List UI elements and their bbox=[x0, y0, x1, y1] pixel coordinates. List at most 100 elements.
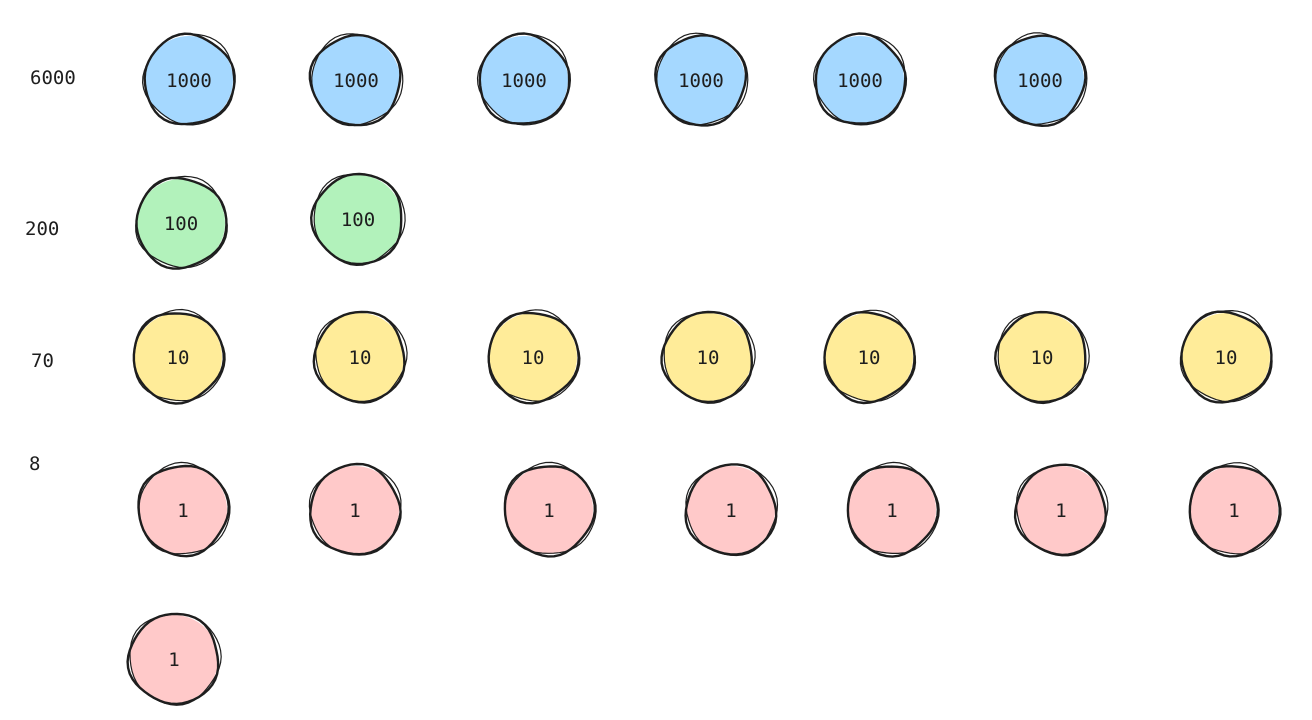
coin-outline bbox=[814, 32, 908, 125]
coin-ten: 10 bbox=[823, 309, 917, 405]
coin-value-label: 10 bbox=[167, 347, 190, 369]
coin-outline-sketch bbox=[138, 461, 231, 555]
coin-outline bbox=[1188, 465, 1281, 558]
coin-outline-sketch bbox=[663, 311, 756, 404]
coin-outline-sketch bbox=[504, 461, 597, 554]
coin-one: 1 bbox=[503, 461, 597, 558]
coin-one: 1 bbox=[308, 462, 402, 556]
coin-value-label: 1 bbox=[1055, 500, 1066, 522]
coin-fill bbox=[489, 313, 577, 401]
coin-value-label: 10 bbox=[1031, 347, 1054, 369]
coin-fill bbox=[316, 313, 404, 401]
coin-ten: 10 bbox=[994, 310, 1090, 405]
coin-outline-sketch bbox=[1015, 464, 1109, 557]
row-label-hundreds: 200 bbox=[25, 218, 60, 240]
coin-outline-sketch bbox=[135, 175, 228, 269]
coin-value-label: 1 bbox=[543, 500, 554, 522]
coin-value-label: 1 bbox=[177, 500, 188, 522]
coin-fill bbox=[687, 466, 775, 554]
coin-hundred: 100 bbox=[135, 175, 228, 270]
coin-fill bbox=[505, 466, 593, 554]
coin-outline bbox=[126, 612, 220, 706]
coin-fill bbox=[998, 313, 1086, 401]
coin-fill bbox=[137, 179, 225, 267]
coin-value-label: 1000 bbox=[333, 70, 379, 92]
coin-outline-sketch bbox=[685, 463, 779, 557]
coin-fill bbox=[145, 36, 233, 124]
coin-outline-sketch bbox=[1179, 309, 1273, 403]
coin-outline-sketch bbox=[487, 309, 581, 402]
coin-outline-sketch bbox=[847, 461, 940, 554]
coin-ten: 10 bbox=[312, 310, 408, 404]
coin-value-label: 1 bbox=[168, 649, 179, 671]
coin-ten: 10 bbox=[487, 309, 581, 405]
coin-value-label: 10 bbox=[522, 347, 545, 369]
coin-fill bbox=[1017, 466, 1105, 554]
coin-outline-sketch bbox=[476, 33, 570, 126]
coin-outline bbox=[478, 32, 571, 125]
row-label-thousands: 6000 bbox=[30, 67, 76, 89]
coin-ten: 10 bbox=[1179, 309, 1273, 404]
coin-outline bbox=[137, 464, 230, 558]
coin-fill bbox=[314, 175, 402, 263]
coin-fill bbox=[996, 36, 1084, 124]
coin-value-label: 1 bbox=[725, 500, 736, 522]
coin-one: 1 bbox=[684, 463, 779, 557]
coin-ten: 10 bbox=[132, 308, 226, 405]
coin-value-label: 100 bbox=[341, 209, 375, 231]
coin-fill bbox=[816, 36, 904, 124]
coin-one: 1 bbox=[1013, 463, 1109, 557]
coin-outline bbox=[654, 34, 748, 127]
row-label-tens: 70 bbox=[31, 350, 54, 372]
coin-fill bbox=[1190, 466, 1278, 554]
coin-thousand: 1000 bbox=[812, 32, 908, 126]
coin-fill bbox=[1182, 313, 1270, 401]
coin-value-label: 1000 bbox=[501, 70, 547, 92]
coin-outline-sketch bbox=[1189, 462, 1282, 555]
coin-fill bbox=[825, 313, 913, 401]
coin-value-label: 10 bbox=[697, 347, 720, 369]
coin-outline-sketch bbox=[308, 463, 402, 556]
coin-one: 1 bbox=[1188, 462, 1282, 558]
coin-thousand: 1000 bbox=[308, 33, 404, 127]
coin-outline bbox=[993, 34, 1087, 127]
coin-outline-sketch bbox=[141, 33, 235, 126]
coin-value-label: 10 bbox=[858, 347, 881, 369]
coin-outline-sketch bbox=[995, 32, 1088, 125]
coin-value-label: 1000 bbox=[837, 70, 883, 92]
row-label-ones: 8 bbox=[29, 453, 41, 475]
coin-thousand: 1000 bbox=[993, 32, 1088, 127]
coin-outline-sketch bbox=[129, 613, 222, 706]
coin-value-label: 1000 bbox=[678, 70, 724, 92]
coin-outline-sketch bbox=[997, 311, 1090, 405]
coin-fill bbox=[848, 466, 936, 554]
coin-value-label: 1000 bbox=[166, 70, 212, 92]
coin-value-label: 10 bbox=[1215, 347, 1238, 369]
coin-value-label: 10 bbox=[349, 347, 372, 369]
coin-outline bbox=[1013, 463, 1107, 557]
coin-outline bbox=[823, 311, 916, 405]
coin-fill bbox=[130, 615, 218, 703]
coin-hundred: 100 bbox=[310, 172, 406, 267]
coin-thousand: 1000 bbox=[476, 32, 571, 126]
coin-outline-sketch bbox=[311, 33, 404, 127]
coin-value-label: 1 bbox=[886, 500, 897, 522]
coin-fill bbox=[311, 466, 399, 554]
coin-fill bbox=[139, 466, 227, 554]
coin-outline-sketch bbox=[812, 33, 906, 126]
coin-outline-sketch bbox=[133, 308, 226, 402]
coin-ten: 10 bbox=[660, 310, 756, 404]
coin-one: 1 bbox=[846, 461, 940, 558]
coin-one: 1 bbox=[126, 612, 222, 706]
coin-outline-sketch bbox=[313, 173, 406, 267]
coin-fill bbox=[480, 36, 568, 124]
coin-one: 1 bbox=[137, 461, 231, 558]
coin-value-label: 1 bbox=[349, 500, 360, 522]
coin-value-label: 100 bbox=[164, 213, 198, 235]
coin-outline bbox=[132, 312, 225, 405]
coin-value-label: 1000 bbox=[1017, 70, 1063, 92]
coin-fill bbox=[657, 36, 745, 124]
coin-outline bbox=[1180, 310, 1273, 404]
coin-outline-sketch bbox=[823, 309, 917, 403]
